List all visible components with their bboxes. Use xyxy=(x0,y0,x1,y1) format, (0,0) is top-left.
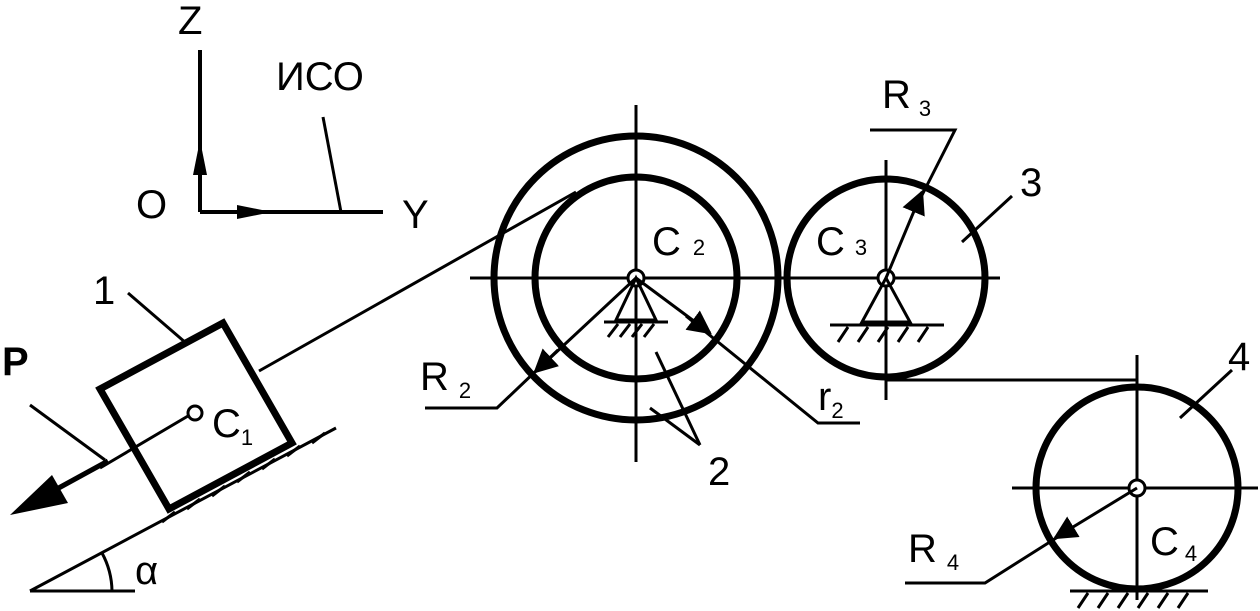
force-p: P xyxy=(2,340,110,515)
c1-label: C1 xyxy=(212,402,253,450)
origin-label: O xyxy=(136,183,167,227)
body-2-number: 2 xyxy=(708,450,730,494)
inclined-plane: α xyxy=(29,426,337,593)
y-axis-label: Y xyxy=(402,193,429,237)
coordinate-frame: Z Y O ИСО xyxy=(136,0,429,237)
c1-point xyxy=(186,404,204,422)
z-axis-label: Z xyxy=(178,0,202,43)
r2-inner-label: r2 xyxy=(818,375,844,423)
frame-label: ИСО xyxy=(276,55,364,99)
hatch-incline xyxy=(161,431,326,524)
force-label: P xyxy=(2,340,29,384)
rope-1-2 xyxy=(258,190,577,373)
body-3-number: 3 xyxy=(1020,161,1042,205)
angle-label: α xyxy=(135,549,158,593)
body-1-block: 1 C1 xyxy=(93,269,297,514)
body-1-number: 1 xyxy=(93,269,115,313)
body-4-number: 4 xyxy=(1228,335,1250,379)
